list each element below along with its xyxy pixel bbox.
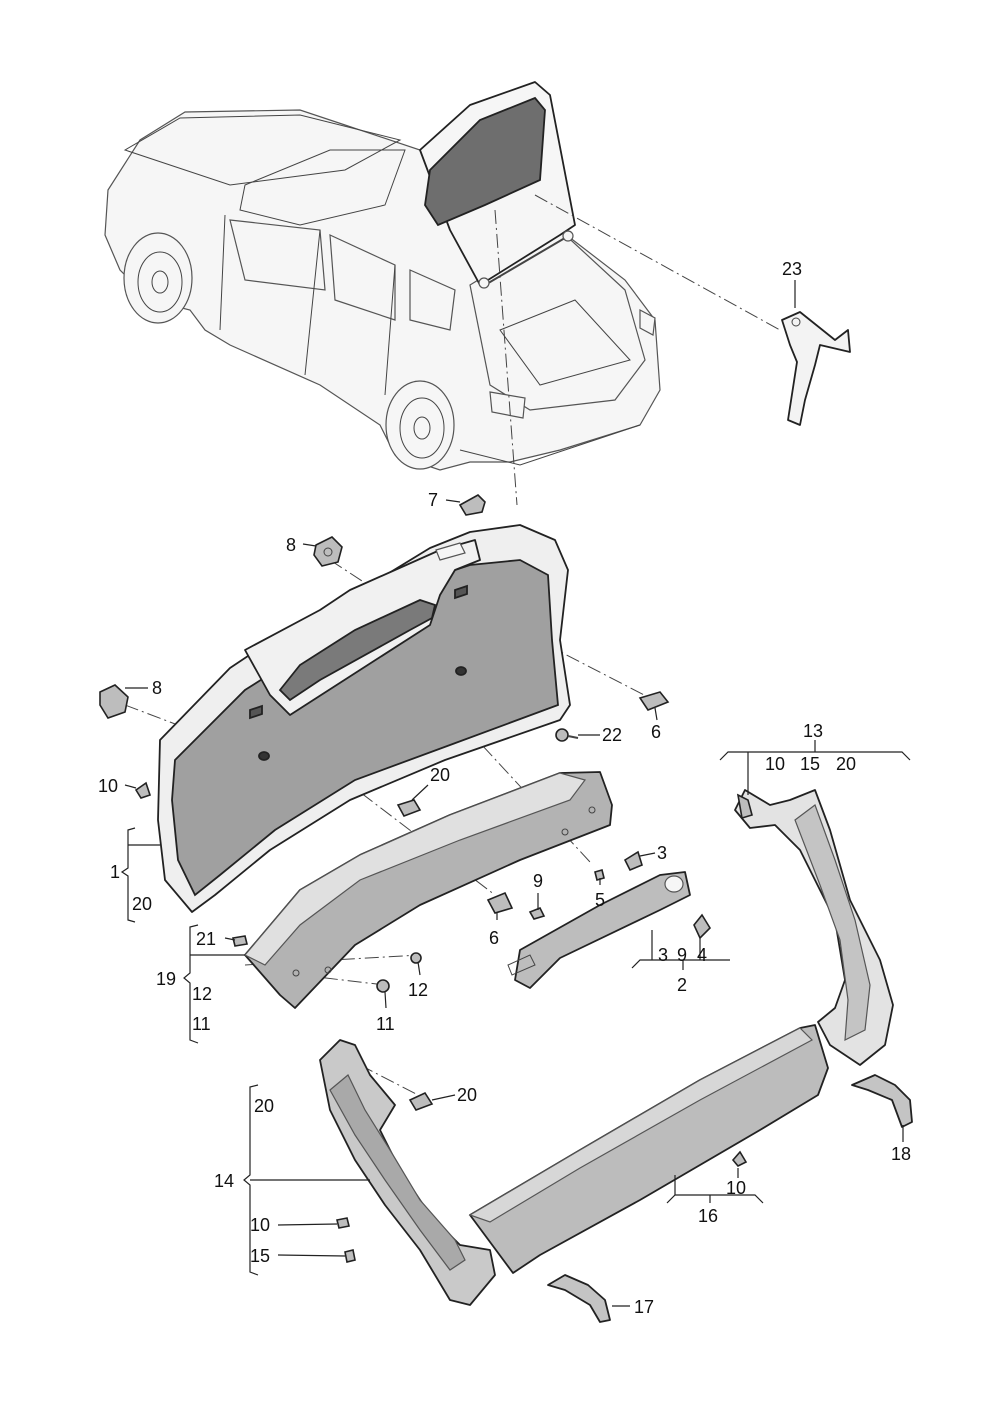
callout-12: 12 xyxy=(408,980,428,1000)
callout-labels: 23 7 8 8 22 6 10 20 1 20 3 9 5 6 3 9 4 2… xyxy=(98,259,911,1317)
screw-part-22 xyxy=(555,728,579,742)
pillar-trim-part-14 xyxy=(319,1039,496,1306)
callout-16: 16 xyxy=(698,1206,718,1226)
light-bar-part-2 xyxy=(507,871,691,989)
end-cap-part-17 xyxy=(547,1274,611,1323)
bracket-part-23 xyxy=(781,311,851,426)
pillar-trim-part-13 xyxy=(734,789,894,1066)
clip-part-9 xyxy=(528,906,546,920)
callout-20-mid: 20 xyxy=(430,765,450,785)
callout-2-3: 3 xyxy=(658,945,668,965)
callout-19: 19 xyxy=(156,969,176,989)
callout-17: 17 xyxy=(634,1297,654,1317)
leader-lines xyxy=(120,280,911,1307)
callout-10-lower: 10 xyxy=(726,1178,746,1198)
callout-6-right: 6 xyxy=(651,722,661,742)
callout-11: 11 xyxy=(376,1014,395,1034)
callout-1: 1 xyxy=(110,862,120,882)
end-cap-part-18 xyxy=(851,1074,913,1128)
callout-2-9: 9 xyxy=(677,945,687,965)
callout-19-11: 11 xyxy=(192,1014,211,1034)
sill-trim-part-16 xyxy=(468,1024,829,1274)
vehicle-illustration xyxy=(104,81,661,471)
small-clips-14 xyxy=(336,1217,356,1263)
clip-part-5 xyxy=(594,869,605,881)
clip-part-10-left xyxy=(134,781,152,799)
tailgate-trim-panel-part-1 xyxy=(157,524,571,913)
callout-8-top: 8 xyxy=(286,535,296,555)
callout-9: 9 xyxy=(533,871,543,891)
clip-part-4 xyxy=(693,913,712,940)
clip-part-6-mid xyxy=(486,891,514,914)
callout-23: 23 xyxy=(782,259,802,279)
callout-1-20: 20 xyxy=(132,894,152,914)
callout-19-12: 12 xyxy=(192,984,212,1004)
callout-7: 7 xyxy=(428,490,438,510)
callout-2: 2 xyxy=(677,975,687,995)
callout-18: 18 xyxy=(891,1144,911,1164)
callout-13: 13 xyxy=(803,721,823,741)
callout-13-15: 15 xyxy=(800,754,820,774)
clip-part-8-left xyxy=(99,684,129,719)
callout-5: 5 xyxy=(595,890,605,910)
small-fasteners-19 xyxy=(232,935,422,993)
clip-part-7 xyxy=(458,494,486,516)
callout-22: 22 xyxy=(602,725,622,745)
callout-6-mid: 6 xyxy=(489,928,499,948)
clip-part-8-top xyxy=(313,536,343,567)
callout-20-lower: 20 xyxy=(457,1085,477,1105)
callout-13-10: 10 xyxy=(765,754,785,774)
callout-3: 3 xyxy=(657,843,667,863)
clip-part-20-mid xyxy=(396,799,422,817)
lower-trim-part-19 xyxy=(244,771,613,1009)
callout-14-10: 10 xyxy=(250,1215,270,1235)
callout-10-left: 10 xyxy=(98,776,118,796)
callout-14: 14 xyxy=(214,1171,234,1191)
callout-8-left: 8 xyxy=(152,678,162,698)
callout-14-15: 15 xyxy=(250,1246,270,1266)
clip-part-3 xyxy=(623,850,643,872)
callout-14-20: 20 xyxy=(254,1096,274,1116)
callout-13-20: 20 xyxy=(836,754,856,774)
clip-part-6-right xyxy=(638,691,670,711)
callout-2-4: 4 xyxy=(697,945,707,965)
callout-21: 21 xyxy=(196,929,216,949)
